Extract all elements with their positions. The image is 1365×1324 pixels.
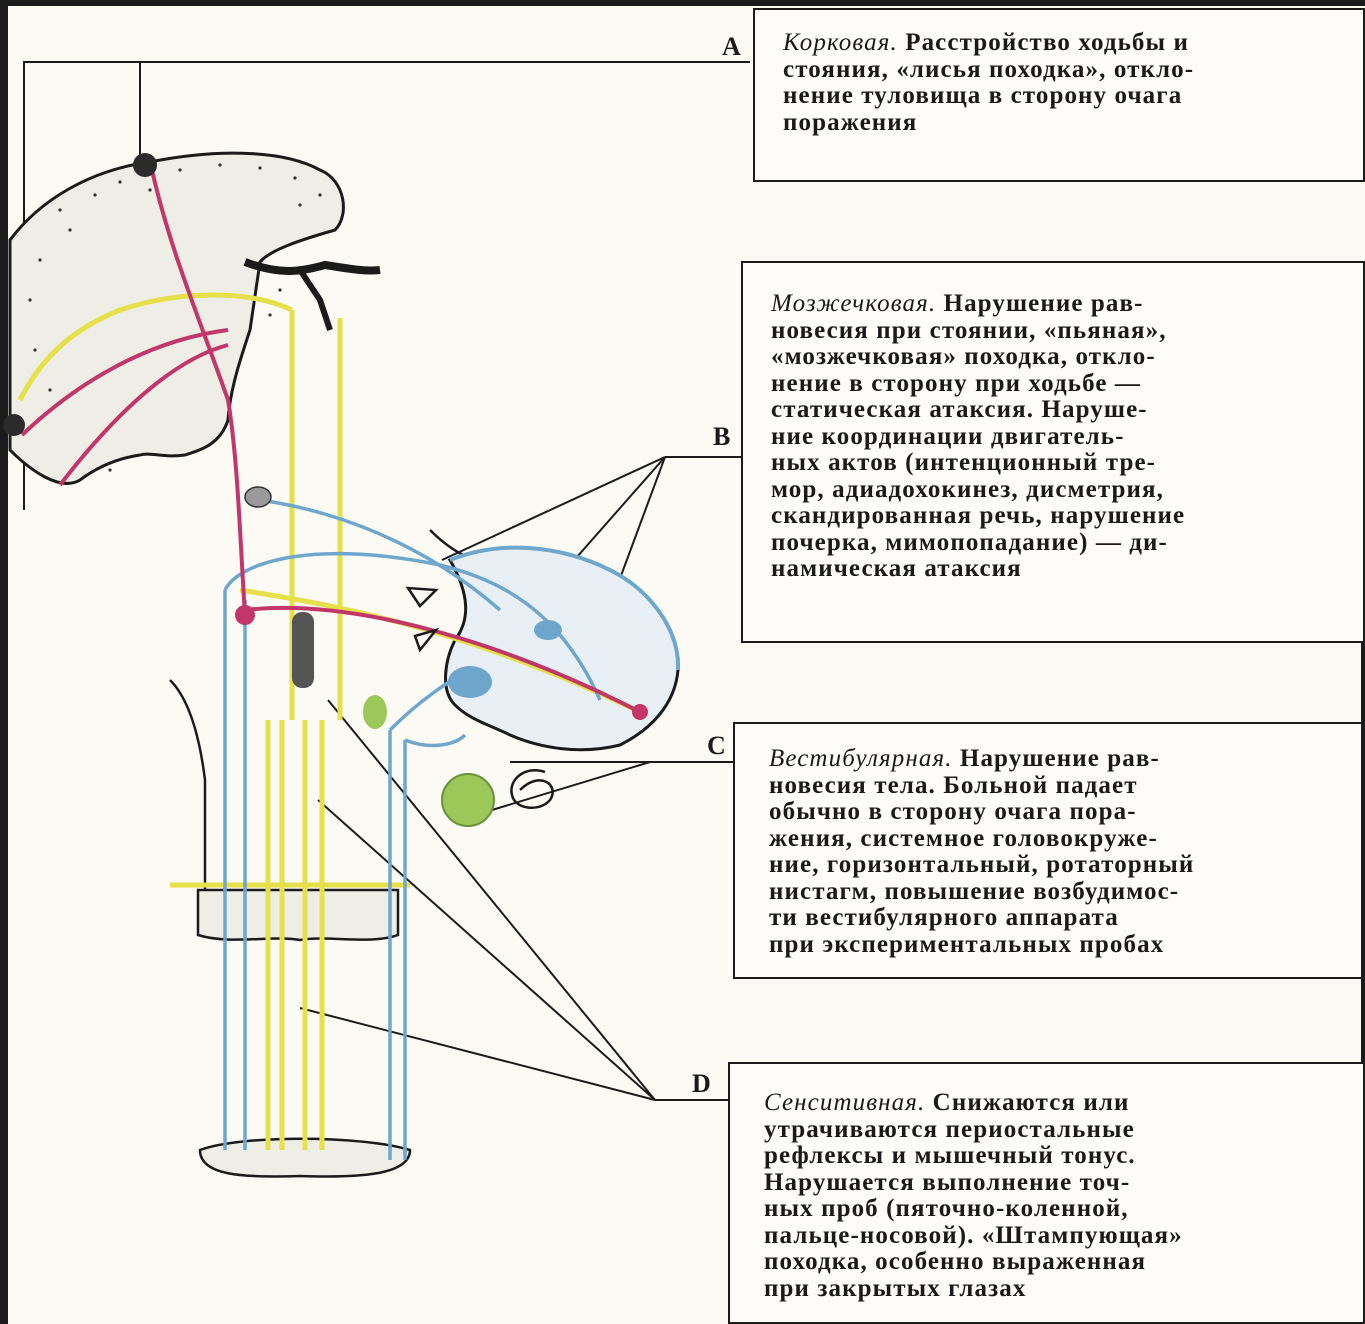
cerebellar-ataxia-text: Нарушение рав- новесия при стоянии, «пья… bbox=[771, 290, 1185, 582]
label-c: C bbox=[707, 733, 726, 759]
cortex-neuron bbox=[133, 153, 157, 177]
vestibular-ganglion bbox=[442, 774, 494, 826]
label-b: B bbox=[713, 424, 730, 450]
temporal-neuron bbox=[3, 414, 25, 436]
inner-ear-cochlea bbox=[511, 770, 552, 808]
brain-triangles bbox=[408, 588, 436, 650]
label-a: A bbox=[722, 34, 741, 60]
cerebellar-nucleus bbox=[534, 620, 562, 640]
vestibular-ataxia-box: Вестибулярная. Нарушение рав- новесия те… bbox=[733, 722, 1363, 979]
spinal-segment-upper bbox=[198, 890, 398, 940]
cerebellar-ataxia-title: Мозжечковая. bbox=[771, 290, 936, 317]
dentate-nucleus bbox=[448, 666, 492, 698]
pontine-nucleus bbox=[235, 605, 255, 625]
sensory-ataxia-box: Сенситивная. Снижаются или утрачиваются … bbox=[728, 1062, 1365, 1324]
label-d: D bbox=[692, 1071, 711, 1097]
cortical-ataxia-box: Корковая. Расстройство ходьбы и стояния,… bbox=[753, 8, 1365, 182]
cortical-ataxia-title: Корковая. bbox=[783, 29, 898, 56]
vestibular-ataxia-text: Нарушение рав- новесия тела. Больной пад… bbox=[769, 745, 1194, 958]
red-nucleus bbox=[245, 487, 271, 507]
olive-nucleus bbox=[292, 612, 314, 688]
vestibular-ataxia-title: Вестибулярная. bbox=[769, 745, 953, 772]
cerebellar-cortex-neuron bbox=[632, 704, 648, 720]
vestibular-nucleus-small bbox=[363, 695, 387, 729]
sensory-ataxia-text: Снижаются или утрачиваются периостальные… bbox=[764, 1089, 1183, 1302]
ventricle-mark bbox=[245, 262, 380, 271]
cerebellar-ataxia-box: Мозжечковая. Нарушение рав- новесия при … bbox=[741, 261, 1365, 643]
sensory-ataxia-title: Сенситивная. bbox=[764, 1089, 925, 1116]
